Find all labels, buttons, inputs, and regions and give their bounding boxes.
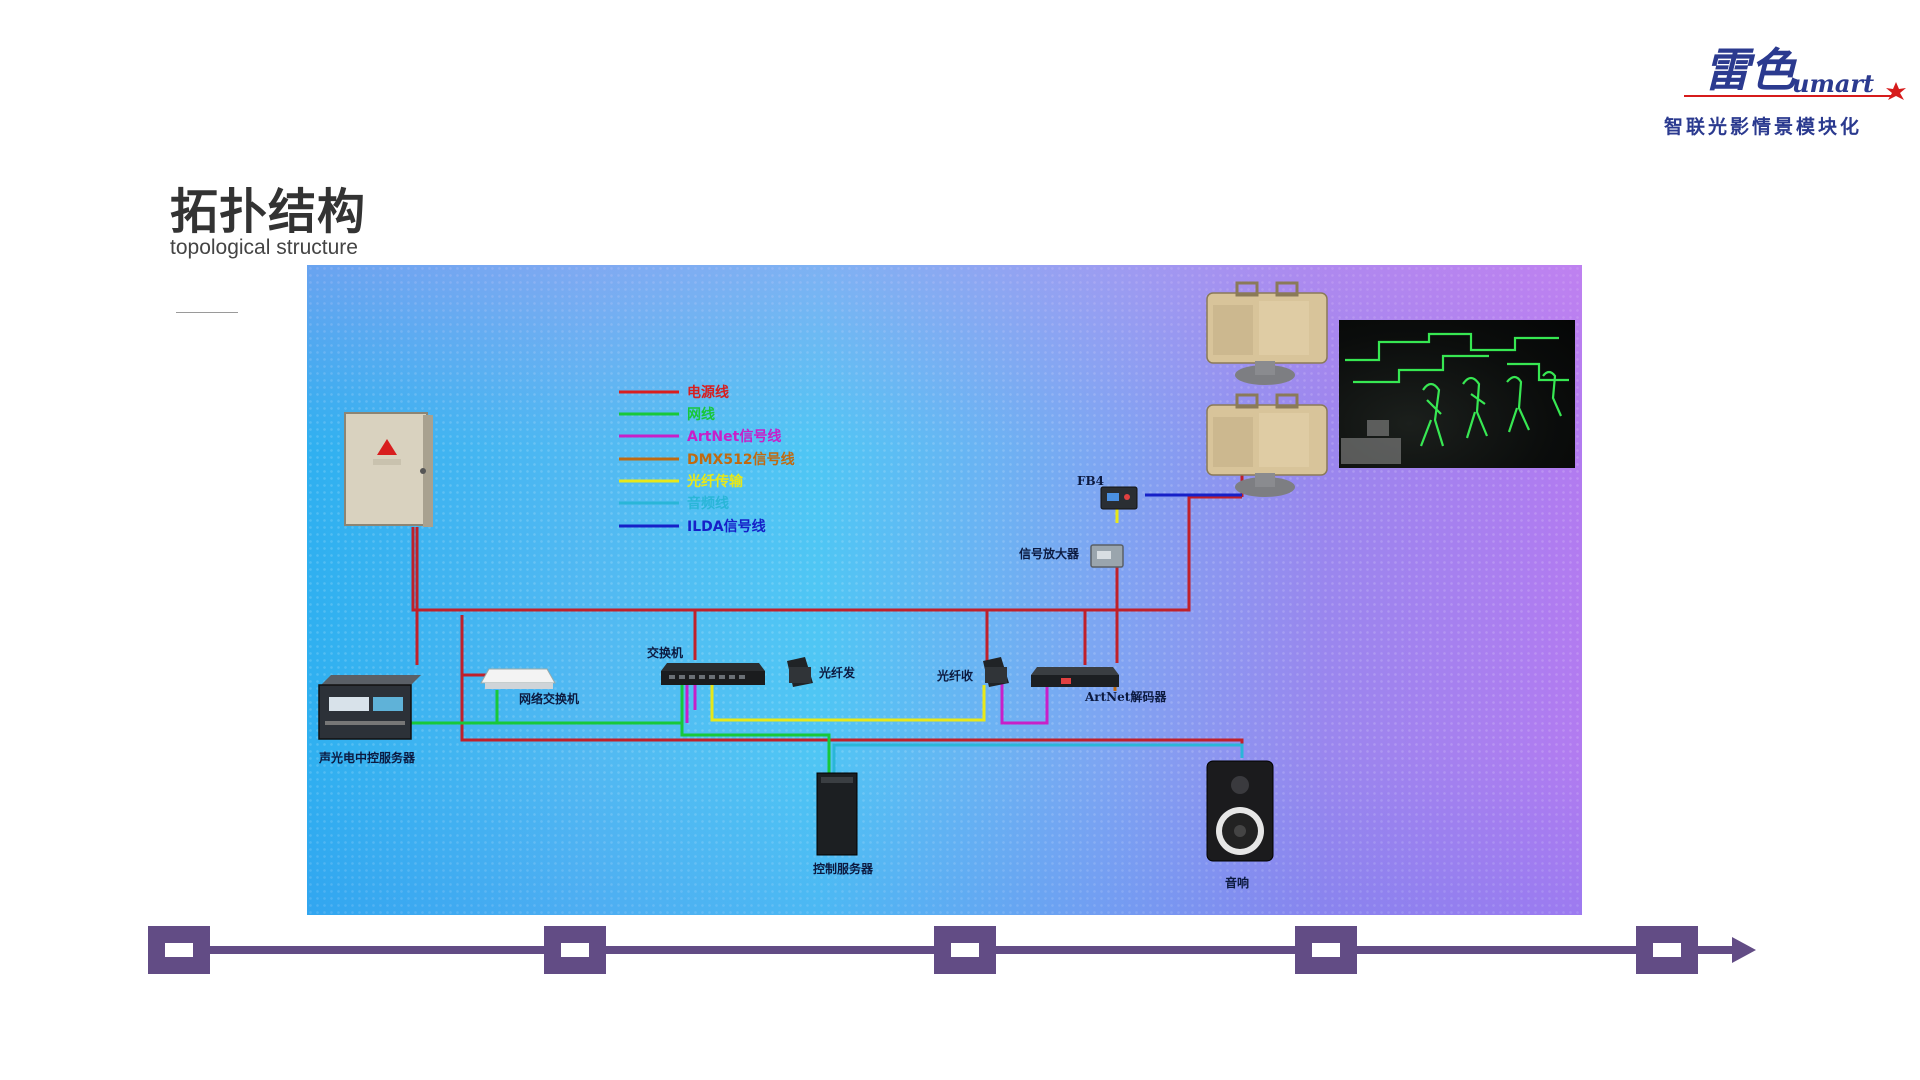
switch-label: 交换机 <box>647 645 683 660</box>
legend-label: ArtNet信号线 <box>687 428 781 445</box>
speaker-label: 音响 <box>1225 875 1249 890</box>
timeline-node[interactable] <box>148 926 210 974</box>
legend-label: 光纤传输 <box>686 473 744 490</box>
brand-logo: 雷色 umart 智联光影情景模块化 <box>1660 30 1920 150</box>
laser-projector <box>1206 281 1328 385</box>
timeline-node[interactable] <box>1295 926 1357 974</box>
timeline-node[interactable] <box>544 926 606 974</box>
fiber-transmitter <box>787 657 813 687</box>
cable-network <box>407 405 1244 775</box>
timeline-node[interactable] <box>934 926 996 974</box>
media-server-label: 声光电中控服务器 <box>318 750 416 765</box>
fiber-rx-label: 光纤收 <box>936 668 973 683</box>
power-distribution-box <box>344 412 433 527</box>
fiber-receiver <box>983 657 1009 687</box>
control-server-label: 控制服务器 <box>813 861 874 876</box>
line-legend: 电源线 网线 ArtNet信号线 DMX512信号线 光纤传输 音频线 ILDA… <box>619 384 795 535</box>
topology-svg: 电源线 网线 ArtNet信号线 DMX512信号线 光纤传输 音频线 ILDA… <box>318 281 1328 890</box>
legend-label: 网线 <box>687 406 715 423</box>
logo-cn-text: 雷色 <box>1704 43 1798 97</box>
network-router <box>480 668 556 689</box>
legend-label: 电源线 <box>687 384 729 401</box>
router-label: 网络交换机 <box>519 691 579 706</box>
signal-amp-label: 信号放大器 <box>1019 546 1080 561</box>
fb4-controller <box>1100 486 1138 510</box>
legend-label: ILDA信号线 <box>687 518 766 535</box>
timeline-node[interactable] <box>1636 926 1698 974</box>
media-server <box>318 675 421 740</box>
logo-tagline: 智联光影情景模块化 <box>1664 116 1863 138</box>
page-subtitle: topological structure <box>170 236 358 259</box>
timeline-arrow-icon <box>1732 937 1756 963</box>
artnet-decoder <box>1031 667 1119 687</box>
topology-diagram: 电源线 网线 ArtNet信号线 DMX512信号线 光纤传输 音频线 ILDA… <box>307 265 1582 915</box>
laser-projection-photo <box>1339 320 1575 468</box>
legend-label: 音频线 <box>687 495 729 512</box>
page-title: 拓扑结构 <box>170 184 367 240</box>
artnet-decoder-label: ArtNet解码器 <box>1084 689 1167 704</box>
signal-amplifier <box>1090 544 1124 568</box>
logo-star-icon <box>1886 82 1906 100</box>
laser-projector <box>1206 393 1328 497</box>
speaker <box>1206 760 1274 862</box>
fb4-label: FB4 <box>1077 474 1104 488</box>
logo-mark: 雷色 umart <box>1684 43 1906 100</box>
legend-label: DMX512信号线 <box>687 451 795 468</box>
title-divider <box>176 312 238 313</box>
fiber-tx-label: 光纤发 <box>818 665 856 680</box>
network-switch <box>661 663 765 685</box>
logo-latin-text: umart <box>1792 69 1874 98</box>
control-server <box>816 772 858 856</box>
